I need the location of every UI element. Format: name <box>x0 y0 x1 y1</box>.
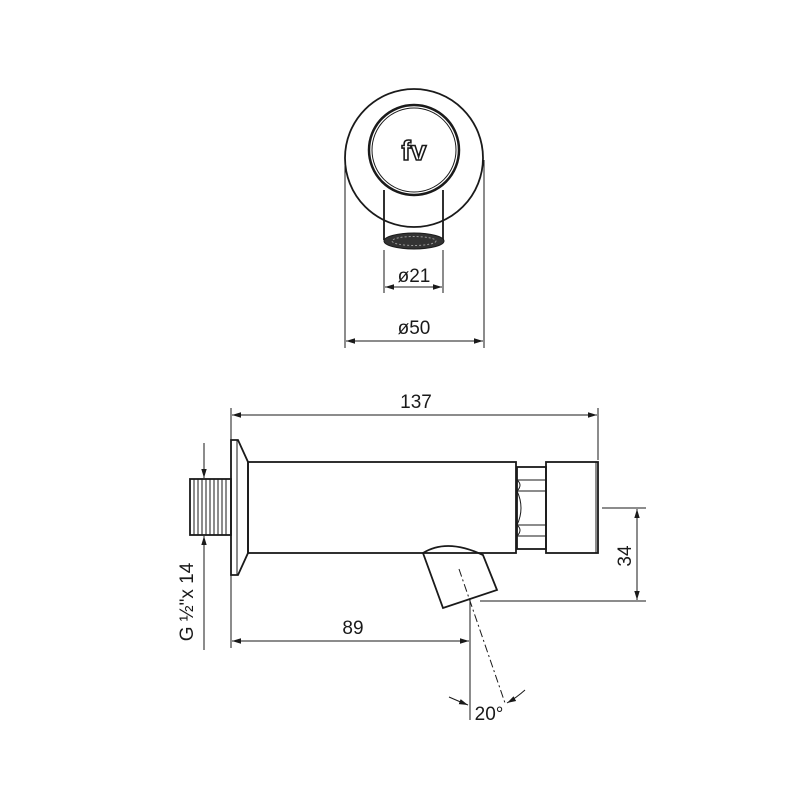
push-button-inner <box>371 107 457 193</box>
extension-lines-spout <box>230 575 471 720</box>
dim-outlet-label: ø21 <box>398 266 431 287</box>
dim-angle-label: 20° <box>475 704 504 725</box>
spout-axis <box>458 568 506 704</box>
extension-lines-height <box>480 507 646 602</box>
push-button <box>367 103 461 197</box>
angle-arrow-left <box>448 696 469 706</box>
side-view: 137 89 34 G ½"x 14 20° <box>177 392 646 725</box>
front-view: fv ø21 ø50 <box>344 88 485 348</box>
dim-flange-label: ø50 <box>398 318 431 339</box>
fv-logo: fv <box>401 134 428 167</box>
wall-flange <box>230 439 249 576</box>
spout <box>421 545 499 610</box>
dim-thread-label: G ½"x 14 <box>177 562 198 641</box>
extension-lines <box>344 160 485 348</box>
valve-body <box>247 461 517 554</box>
flange-outline <box>344 88 484 228</box>
hex-nut-faces <box>516 479 546 537</box>
aerator-icon <box>383 232 445 250</box>
aerator-holes <box>391 236 437 246</box>
dim-spout-height-label: 34 <box>615 545 636 567</box>
dim-spout-position-label: 89 <box>342 618 363 639</box>
dim-length-label: 137 <box>400 392 432 413</box>
extension-lines-length <box>230 408 599 460</box>
thread-lines <box>193 479 227 535</box>
push-cap <box>545 461 599 554</box>
spout-neck <box>383 190 444 240</box>
fv-logo-text: fv <box>402 135 427 166</box>
angle-arrow-right <box>506 689 526 704</box>
